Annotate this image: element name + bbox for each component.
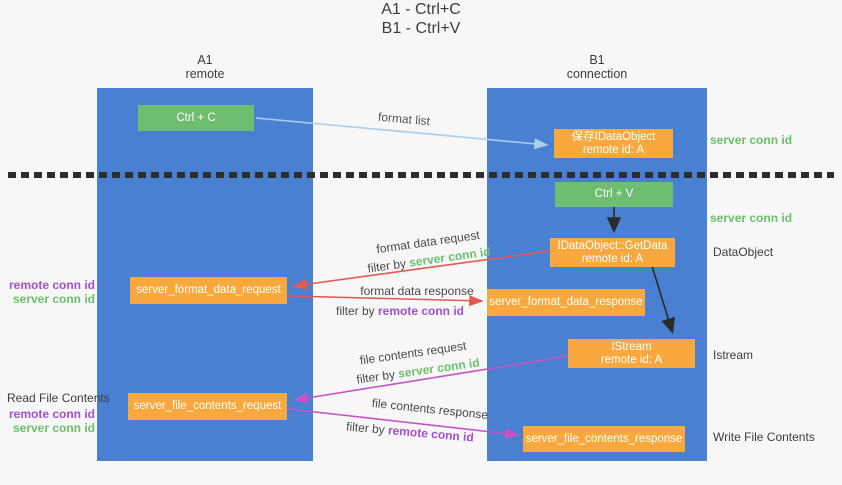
diagram-title: A1 - Ctrl+C B1 - Ctrl+V (0, 0, 842, 38)
node-ctrl-c-label: Ctrl + C (176, 111, 216, 124)
filter-by-text: filter by (366, 255, 411, 276)
node-getdata-line2: remote id: A (581, 252, 644, 265)
node-server-format-data-response: server_format_data_response (487, 289, 645, 316)
side-label-istream: Istream (713, 348, 754, 362)
node-format-response-label: server_format_data_response (489, 296, 643, 308)
side-label-group-lower-left: remote conn id server conn id (5, 407, 95, 435)
right-column-name: B1 (589, 53, 605, 67)
node-save-idataobject-line2: remote id: A (582, 143, 645, 156)
side-label-server-conn-id-top: server conn id (710, 133, 793, 147)
side-label-dataobject: DataObject (713, 245, 774, 259)
left-column-role: remote (185, 67, 225, 81)
side-label-write-file-contents: Write File Contents (713, 430, 815, 444)
node-ctrl-v-label: Ctrl + V (594, 188, 634, 200)
node-idataobject-getdata: IDataObject::GetData remote id: A (550, 238, 675, 267)
filter-by-text: filter by (345, 419, 389, 438)
node-server-file-contents-response: server_file_contents_response (523, 426, 685, 452)
node-save-idataobject: 保存IDataObject remote id: A (554, 129, 673, 158)
side-label-server-conn-id-upper: server conn id (12, 292, 95, 306)
left-column-name: A1 (197, 53, 213, 67)
side-label-group-upper-left: remote conn id server conn id (5, 278, 95, 306)
node-ctrl-c: Ctrl + C (138, 105, 254, 131)
side-label-remote-conn-id-lower: remote conn id (8, 407, 95, 421)
arrow-label-filter-by-remote-conn-id-2: filter by remote conn id (346, 419, 475, 444)
node-ctrl-v: Ctrl + V (555, 182, 673, 207)
side-label-server-conn-id-lower: server conn id (12, 421, 95, 435)
node-file-response-label: server_file_contents_response (525, 432, 683, 445)
node-server-format-data-request: server_format_data_request (130, 277, 287, 304)
node-istream: IStream remote id: A (568, 339, 695, 368)
right-column-role: connection (566, 67, 628, 81)
node-server-file-contents-request: server_file_contents_request (128, 393, 287, 420)
title-line-a1: A1 - Ctrl+C (381, 1, 461, 18)
right-column-header: B1 connection (487, 53, 707, 81)
arrow-label-file-contents-response: file contents response (371, 395, 489, 423)
filter-by-text: filter by (335, 304, 378, 318)
title-line-b1: B1 - Ctrl+V (381, 20, 461, 37)
side-label-read-file-contents: Read File Contents (7, 391, 110, 405)
node-save-idataobject-line1: 保存IDataObject (571, 130, 656, 143)
side-label-remote-conn-id-upper: remote conn id (8, 278, 95, 292)
node-file-request-label: server_file_contents_request (133, 400, 282, 412)
node-istream-line2: remote id: A (600, 353, 663, 366)
arrow-label-format-list: format list (377, 109, 431, 129)
node-istream-line1: IStream (611, 340, 652, 353)
left-column-header: A1 remote (97, 53, 313, 81)
phase-separator-dashed-line (8, 172, 834, 178)
node-getdata-line1: IDataObject::GetData (557, 239, 668, 252)
remote-conn-id-text: remote conn id (387, 423, 475, 445)
filter-by-text: filter by (355, 366, 400, 387)
remote-conn-id-text: remote conn id (378, 304, 465, 318)
arrow-label-filter-by-remote-conn-id-1: filter by remote conn id (336, 304, 464, 318)
arrow-label-format-data-response: format data response (360, 284, 474, 298)
node-format-request-label: server_format_data_request (136, 284, 281, 296)
side-label-server-conn-id-mid: server conn id (710, 211, 793, 225)
